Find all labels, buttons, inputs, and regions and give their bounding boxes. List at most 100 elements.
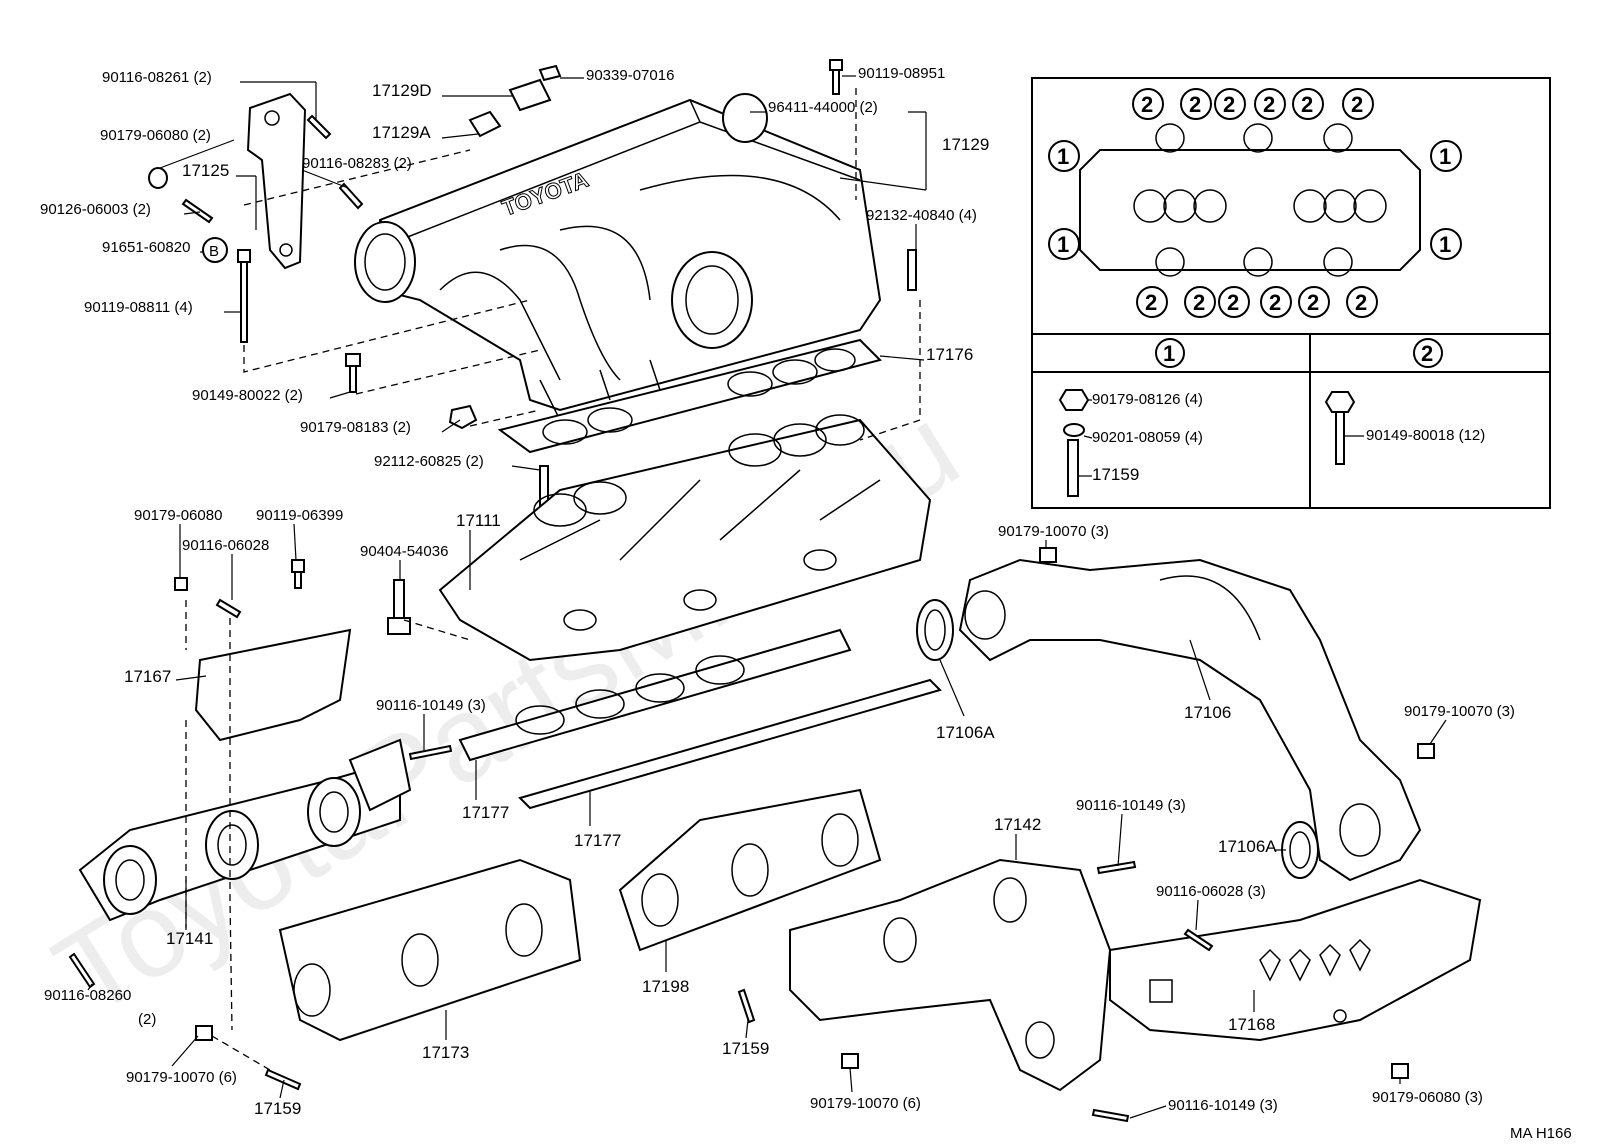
inset-marker-circle-5 bbox=[1180, 88, 1212, 120]
inset-marker-2: 1 bbox=[1439, 144, 1451, 169]
inset-marker-circle-11 bbox=[1184, 286, 1216, 318]
part-label-p9: 90339-07016 bbox=[586, 67, 674, 84]
part-label-p35: 90116-06028 (3) bbox=[1156, 883, 1266, 900]
part-label-p37: 17198 bbox=[642, 977, 689, 996]
inset-marker-circle-3 bbox=[1430, 228, 1462, 260]
part-label-p16: 90149-80022 (2) bbox=[192, 387, 303, 404]
part-label-p12: 96411-44000 (2) bbox=[768, 99, 878, 116]
inset-marker-6: 2 bbox=[1223, 92, 1235, 117]
inset-col1-header: 1 bbox=[1163, 341, 1175, 366]
part-labels: 90116-08261 (2) 90179-06080 (2) 17125 90126… bbox=[40, 65, 1515, 1118]
inset-marker-1: 1 bbox=[1057, 232, 1069, 257]
inset-marker-8: 2 bbox=[1301, 92, 1313, 117]
part-label-p44: 90179-10070 (6) bbox=[810, 1095, 921, 1112]
inset-col2-header: 2 bbox=[1421, 341, 1433, 366]
inset-marker-circle-4 bbox=[1132, 88, 1164, 120]
part-label-p42: 17159 bbox=[254, 1099, 301, 1118]
part-label-p3: 17125 bbox=[182, 161, 229, 180]
part-label-p31: 90179-10070 (3) bbox=[1404, 703, 1515, 720]
part-label-p46: 17168 bbox=[1228, 1015, 1275, 1034]
bracket-17125-drawing bbox=[246, 92, 307, 270]
part-label-p4: 90126-06003 (2) bbox=[40, 201, 151, 218]
part-label-p23: 90404-54036 bbox=[360, 543, 448, 560]
part-label-p38: 17173 bbox=[422, 1043, 469, 1062]
part-label-p8: 17129A bbox=[372, 123, 431, 142]
part-label-p34: 17142 bbox=[994, 815, 1041, 834]
gasket-17176-drawing bbox=[497, 338, 882, 454]
inset-marker-circle-0 bbox=[1048, 140, 1080, 172]
front-pipe-17106-drawing bbox=[916, 547, 1435, 882]
part-label-p2: 90179-06080 (2) bbox=[100, 127, 211, 144]
part-label-p24: 17167 bbox=[124, 667, 171, 686]
drawing-code: MA H166 bbox=[1510, 1125, 1572, 1142]
inset-marker-5: 2 bbox=[1189, 92, 1201, 117]
part-label-p20: 90119-06399 bbox=[256, 507, 343, 524]
inset-marker-circle-9 bbox=[1342, 88, 1374, 120]
part-label-p11: 90119-08951 bbox=[858, 65, 945, 82]
inset-col2-item-0: 90149-80018 (12) bbox=[1366, 427, 1485, 444]
exhaust-manifold-17142-drawing bbox=[789, 858, 1112, 1092]
part-label-p18: 92112-60825 (2) bbox=[374, 453, 484, 470]
exhaust-manifold-17141-drawing bbox=[78, 738, 412, 922]
part-label-p27: 17177 bbox=[574, 831, 621, 850]
part-label-p1: 90116-08261 (2) bbox=[102, 69, 212, 86]
intake-manifold-17111-drawing bbox=[438, 414, 932, 662]
ref-b-label: B bbox=[209, 243, 219, 260]
inset-labels: 90179-08126 (4) 90201-08059 (4) 17159 90149… bbox=[1092, 391, 1485, 484]
intake-plenum-drawing: TOYOTA bbox=[354, 98, 882, 421]
part-label-p33: 90116-10149 (3) bbox=[1076, 797, 1186, 814]
inset-gasket-holes bbox=[1133, 123, 1387, 277]
part-label-p45: 90116-10149 (3) bbox=[1168, 1097, 1278, 1114]
part-label-p7: 17129D bbox=[372, 81, 432, 100]
inset-marker-circle-7 bbox=[1254, 88, 1286, 120]
leader-lines bbox=[87, 75, 1447, 1119]
part-label-p21: 90116-06028 bbox=[182, 537, 269, 554]
inset-col1-item-0: 90179-08126 (4) bbox=[1092, 391, 1203, 408]
part-label-p43: 17159 bbox=[722, 1039, 769, 1058]
inset-marker-0: 1 bbox=[1057, 144, 1069, 169]
part-label-p19: 90179-06080 bbox=[134, 507, 222, 524]
part-label-p28: 17106A bbox=[936, 723, 995, 742]
part-label-p29: 17106 bbox=[1184, 703, 1231, 722]
inset-marker-circle-10 bbox=[1136, 286, 1168, 318]
inset-marker-4: 2 bbox=[1141, 92, 1153, 117]
inset-marker-circle-12 bbox=[1218, 286, 1250, 318]
part-label-p14: 92132-40840 (4) bbox=[866, 207, 977, 224]
inset-marker-circle-15 bbox=[1346, 286, 1378, 318]
inset-marker-12: 2 bbox=[1227, 290, 1239, 315]
part-label-p36: 17141 bbox=[166, 929, 213, 948]
part-label-p47: 90179-06080 (3) bbox=[1372, 1089, 1483, 1106]
inset-marker-3: 1 bbox=[1439, 232, 1451, 257]
part-label-p32: 17106A bbox=[1218, 837, 1277, 856]
inset-marker-10: 2 bbox=[1145, 290, 1157, 315]
heat-insulator-17167-drawing bbox=[194, 628, 352, 742]
gasket-17177-upper-drawing bbox=[458, 628, 852, 762]
gasket-17198-drawing bbox=[618, 788, 882, 952]
part-label-p41: 90179-10070 (6) bbox=[126, 1069, 237, 1086]
heat-insulator-17173-drawing bbox=[278, 858, 582, 1042]
inset-marker-13: 2 bbox=[1269, 290, 1281, 315]
inset-marker-circle-2 bbox=[1430, 140, 1462, 172]
inset-col1-item-2: 17159 bbox=[1092, 465, 1139, 484]
inset-marker-11: 2 bbox=[1193, 290, 1205, 315]
fasteners-left-drawing: B bbox=[148, 59, 917, 635]
part-label-p10: 90116-08283 (2) bbox=[302, 155, 412, 172]
inset-marker-circle-14 bbox=[1298, 286, 1330, 318]
part-label-p26: 17177 bbox=[462, 803, 509, 822]
part-label-p39: 90116-08260 bbox=[44, 987, 131, 1004]
part-label-p40: (2) bbox=[138, 1011, 156, 1028]
inset-marker-circle-1 bbox=[1048, 228, 1080, 260]
part-label-p15: 17176 bbox=[926, 345, 973, 364]
part-label-p6: 90119-08811 (4) bbox=[84, 299, 193, 316]
part-label-p25: 90116-10149 (3) bbox=[376, 697, 486, 714]
inset-marker-14: 2 bbox=[1307, 290, 1319, 315]
inset-col1-item-1: 90201-08059 (4) bbox=[1092, 429, 1203, 446]
inset-marker-circle-13 bbox=[1260, 286, 1292, 318]
inset-marker-circle-8 bbox=[1292, 88, 1324, 120]
inset-marker-9: 2 bbox=[1351, 92, 1363, 117]
part-label-p30: 90179-10070 (3) bbox=[998, 523, 1109, 540]
part-label-p5: 91651-60820 bbox=[102, 239, 190, 256]
inset-marker-7: 2 bbox=[1263, 92, 1275, 117]
